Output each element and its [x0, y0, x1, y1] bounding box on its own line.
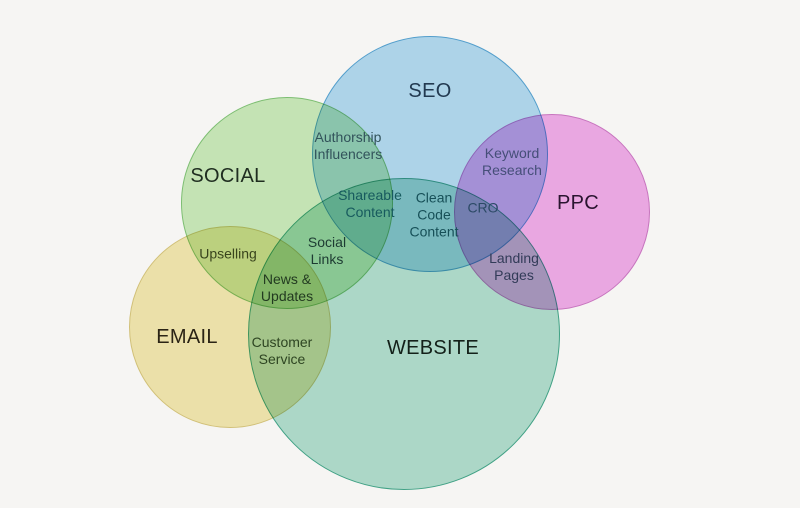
website-circle — [248, 178, 560, 490]
